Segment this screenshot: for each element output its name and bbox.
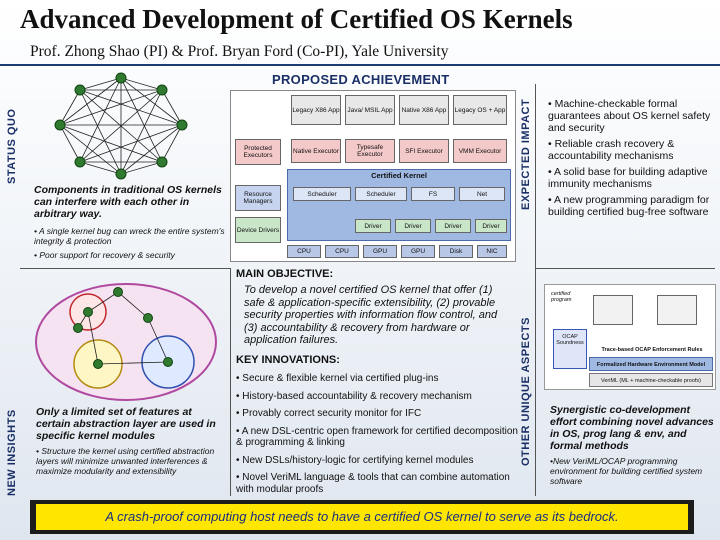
innovations-list: • Secure & flexible kernel via certified… — [236, 373, 520, 501]
other-unique-caption: Synergistic co-development effort combin… — [550, 404, 714, 452]
new-insights-label: NEW INSIGHTS — [6, 409, 18, 496]
innovation-item: • Provably correct security monitor for … — [236, 408, 422, 419]
manager-fs: FS — [411, 187, 455, 201]
proposed-achievement-heading: PROPOSED ACHIEVEMENT — [272, 72, 450, 87]
divider-left-horizontal — [20, 268, 230, 269]
ocap-soundness-box: OCAP Soundness — [553, 329, 587, 369]
new-insights-bullet: • Structure the kernel using certified a… — [36, 446, 215, 476]
device-drivers-label: Device Drivers — [235, 217, 281, 243]
impact-item: • Machine-checkable formal guarantees ab… — [548, 98, 711, 134]
certified-kernel-diagram: Legacy X86 App Java/ MSIL App Native X86… — [230, 90, 516, 262]
status-quo-bullet-2: • Poor support for recovery & security — [34, 250, 175, 260]
certified-kernel-label: Certified Kernel — [371, 171, 427, 180]
divider-right-horizontal — [535, 268, 715, 269]
other-unique-label: OTHER UNIQUE ASPECTS — [520, 317, 532, 466]
key-innovations-heading: KEY INNOVATIONS: — [236, 354, 340, 366]
divider-left-lower — [230, 268, 231, 496]
app-native-x86: Native X86 App — [399, 95, 449, 125]
hw-gpu-2: GPU — [401, 245, 435, 258]
expected-impact-list: • Machine-checkable formal guarantees ab… — [548, 98, 714, 222]
interference-graph — [54, 72, 188, 180]
app-legacy-os: Legacy OS + App — [453, 95, 507, 125]
authors-subtitle: Prof. Zhong Shao (PI) & Prof. Bryan Ford… — [30, 43, 449, 60]
executor-typesafe: Typesafe Executor — [345, 139, 395, 163]
hw-cpu-2: CPU — [325, 245, 359, 258]
layered-abstraction-diagram — [35, 283, 217, 401]
manager-net: Net — [459, 187, 505, 201]
main-objective-heading: MAIN OBJECTIVE: — [236, 268, 334, 280]
hw-cpu-1: CPU — [287, 245, 321, 258]
innovation-item: • A new DSL-centric open framework for c… — [236, 425, 518, 449]
page-title: Advanced Development of Certified OS Ker… — [20, 4, 573, 34]
main-objective-text: To develop a novel certified OS kernel t… — [244, 284, 498, 346]
hw-disk: Disk — [439, 245, 473, 258]
new-insights-caption: Only a limited set of features at certai… — [36, 406, 216, 442]
impact-item: • Reliable crash recovery & accountabili… — [548, 138, 675, 162]
other-unique-bullet: •New VeriML/OCAP programming environment… — [550, 456, 703, 486]
impact-item: • A new programming paradigm for buildin… — [548, 194, 710, 218]
toolkit-label: Trace-based OCAP Enforcement Rules — [601, 347, 703, 353]
status-quo-label: STATUS QUO — [6, 108, 18, 184]
app-java-msil: Java/ MSIL App — [345, 95, 395, 125]
manager-scheduler-1: Scheduler — [293, 187, 351, 201]
veriml-ocap-diagram: certified program OCAP Soundness Trace-b… — [544, 284, 716, 390]
executor-sfi: SFI Executor — [399, 139, 449, 163]
innovation-item: • History-based accountability & recover… — [236, 390, 472, 402]
innovation-item: • New DSLs/history-logic for certifying … — [236, 454, 474, 466]
module-box-2 — [657, 295, 697, 325]
impact-item: • A solid base for building adaptive imm… — [548, 166, 708, 190]
module-box-1 — [593, 295, 633, 325]
hw-nic: NIC — [477, 245, 507, 258]
driver-2: Driver — [395, 219, 431, 233]
veriml-bar: VeriML (ML + machine-checkable proofs) — [589, 373, 713, 387]
executor-native: Native Executor — [291, 139, 341, 163]
driver-1: Driver — [355, 219, 391, 233]
footer-banner: A crash-proof computing host needs to ha… — [36, 504, 688, 530]
executor-vmm: VMM Executor — [453, 139, 507, 163]
innovation-item: • Secure & flexible kernel via certified… — [236, 373, 439, 384]
driver-3: Driver — [435, 219, 471, 233]
driver-4: Driver — [475, 219, 507, 233]
status-quo-bullet-1: • A single kernel bug can wreck the enti… — [34, 226, 225, 246]
expected-impact-label: EXPECTED IMPACT — [520, 98, 532, 210]
title-rule — [0, 64, 720, 66]
hw-gpu-1: GPU — [363, 245, 397, 258]
resource-managers-label: Resource Managers — [235, 185, 281, 211]
certified-program-label: certified program — [551, 291, 572, 303]
hardware-model-bar: Formalized Hardware Environment Model — [589, 357, 713, 371]
manager-scheduler-2: Scheduler — [355, 187, 407, 201]
app-legacy-x86: Legacy X86 App — [291, 95, 341, 125]
divider-right — [535, 84, 536, 496]
status-quo-caption: Components in traditional OS kernels can… — [34, 184, 222, 220]
innovation-item: • Novel VeriML language & tools that can… — [236, 472, 510, 495]
protected-executors-label: Protected Executors — [235, 139, 281, 165]
